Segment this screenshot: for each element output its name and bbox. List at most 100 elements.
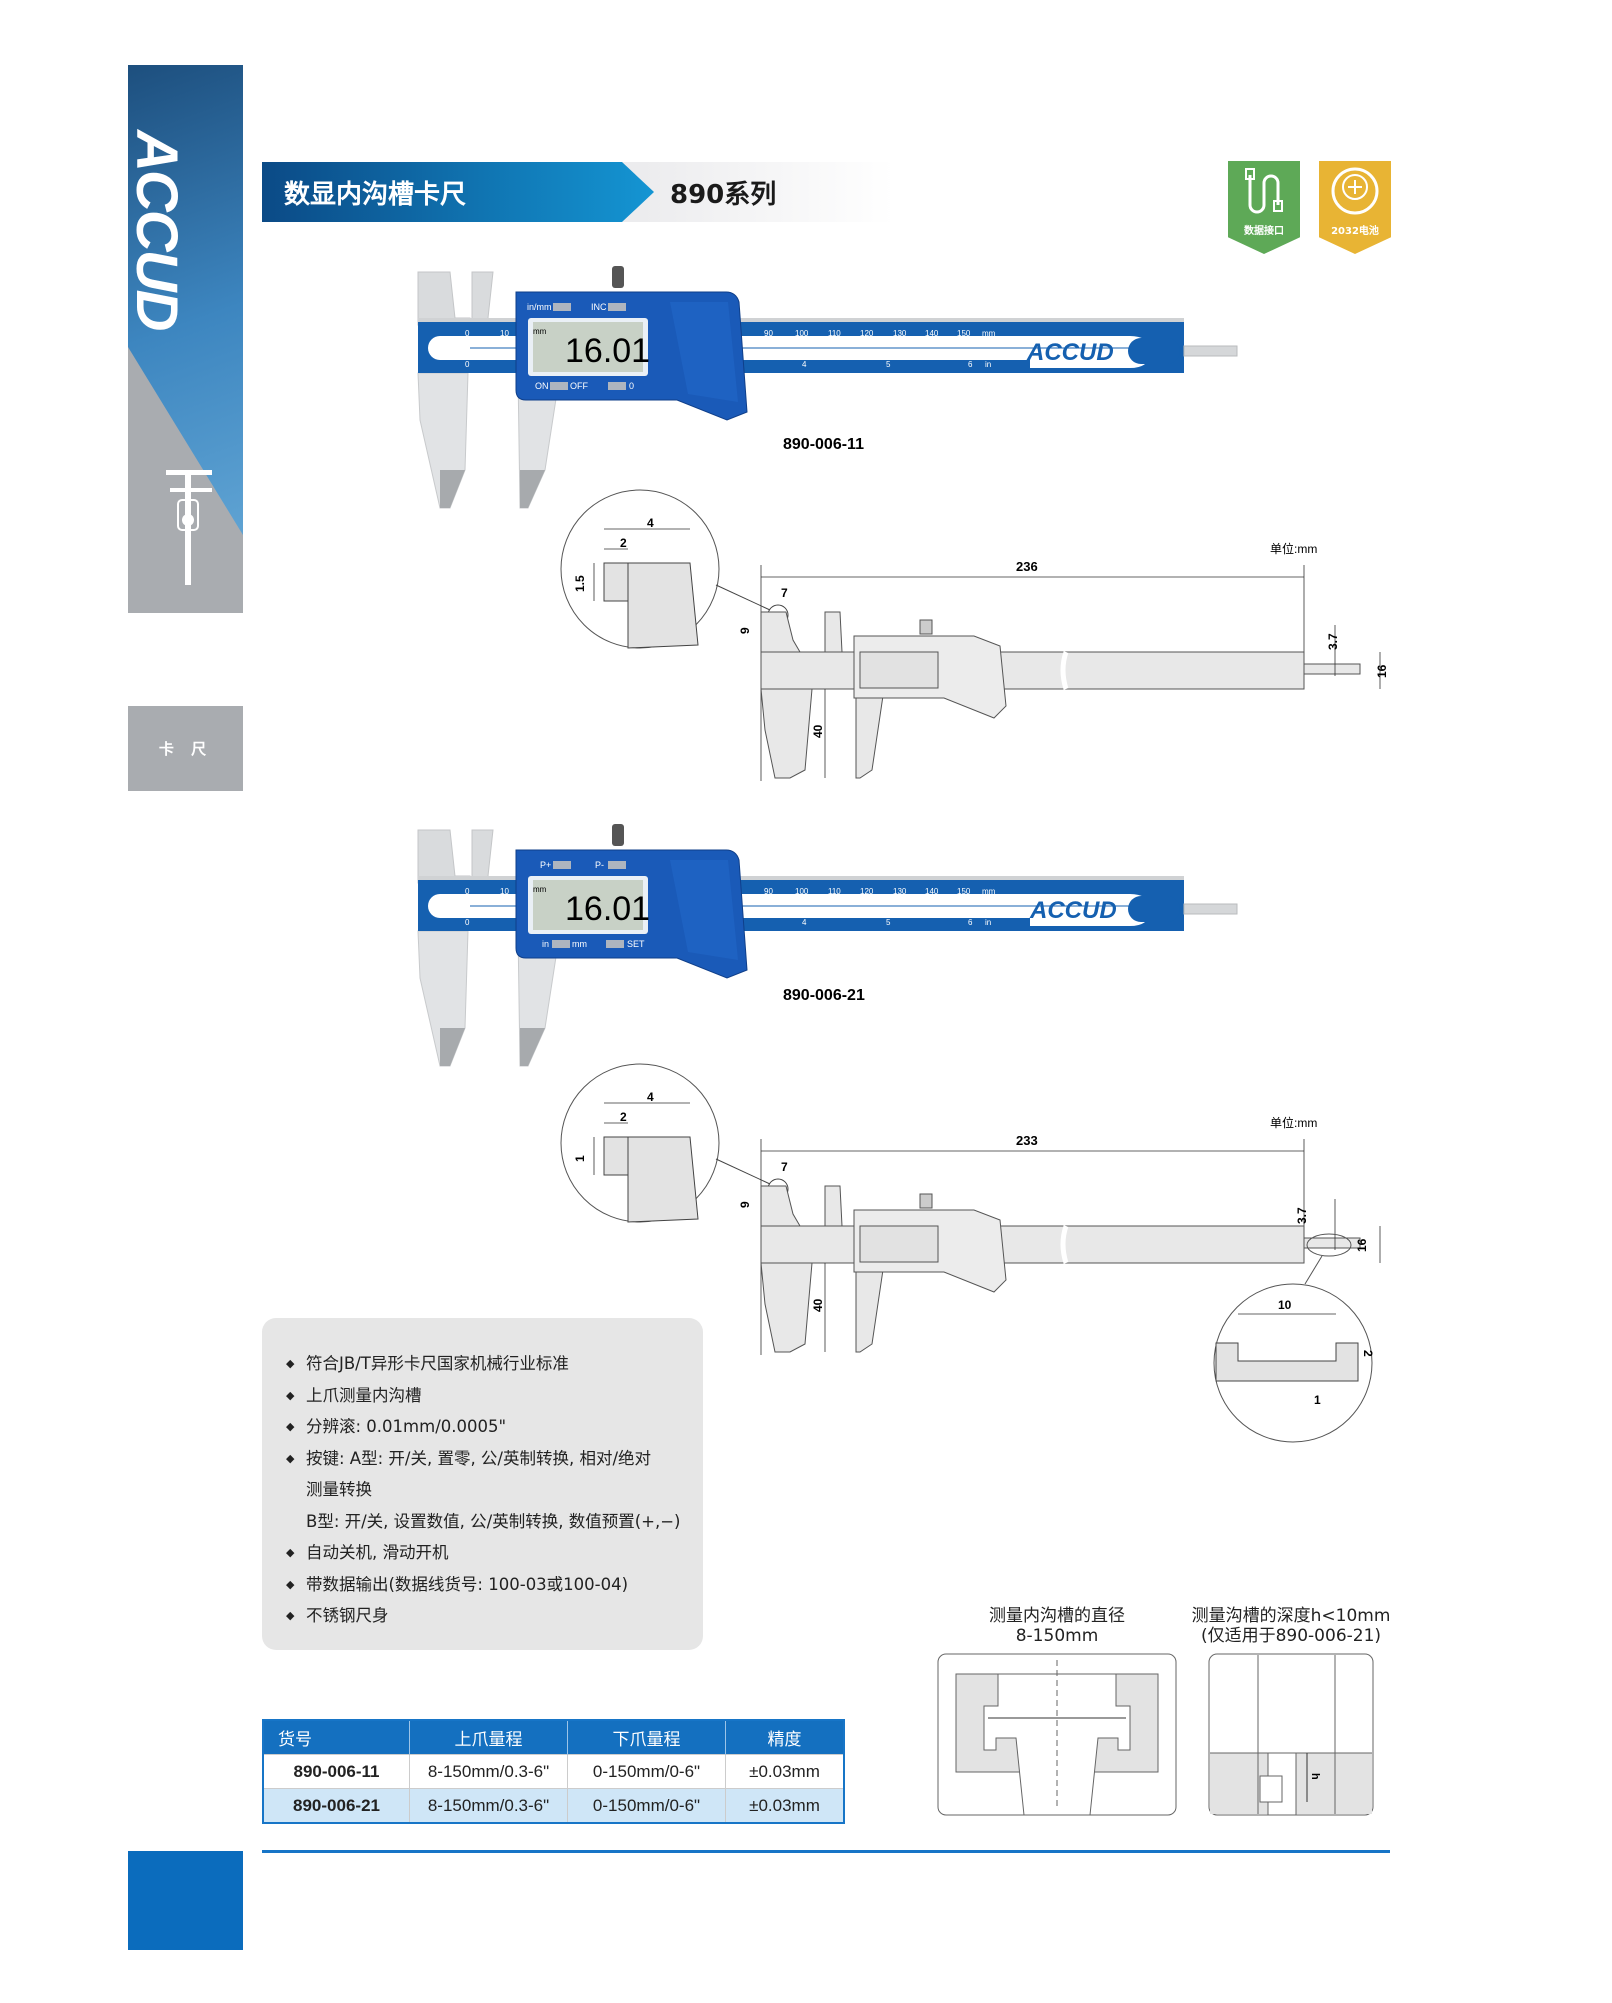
feature-item: 符合JB/T异形卡尺国家机械行业标准 (286, 1348, 703, 1380)
scale-label: 150 (957, 329, 971, 338)
scale-label: 140 (925, 329, 939, 338)
table-row: 890-006-11 8-150mm/0.3-6" 0-150mm/0-6" ±… (263, 1754, 845, 1789)
cell-accuracy: ±0.03mm (725, 1754, 845, 1789)
scale-label: 110 (828, 887, 841, 896)
scale-label: in (985, 918, 991, 927)
series-label: 890系列 (670, 180, 777, 210)
features-box: 符合JB/T异形卡尺国家机械行业标准 上爪测量内沟槽 分辨滚: 0.01mm/0… (262, 1318, 703, 1650)
in-mm-button[interactable] (553, 303, 571, 311)
scale-label: 140 (925, 887, 939, 896)
dim-label: 7 (781, 1160, 788, 1174)
scale-label: 5 (886, 360, 891, 369)
title-banner: 数显内沟槽卡尺 890系列 (262, 162, 894, 222)
inc-button[interactable] (608, 303, 626, 311)
scale-label: 130 (893, 329, 907, 338)
usage-diagram-groove-diameter (937, 1653, 1177, 1816)
scale-label: 0 (465, 918, 470, 927)
sidebar-page-block (128, 1851, 243, 1950)
scale-label: 6 (968, 360, 973, 369)
scale-label: 0 (465, 360, 470, 369)
feature-item: 不锈钢尺身 (286, 1600, 703, 1632)
footer-divider (262, 1850, 1390, 1853)
dim-label: 236 (1016, 559, 1038, 574)
dim-label: 7 (781, 586, 788, 600)
data-port-badge: 数据接口 (1228, 161, 1300, 254)
scale-label: 100 (795, 329, 809, 338)
scale-label: mm (982, 329, 996, 338)
usb-cable-icon (1245, 168, 1283, 214)
scale-label: mm (982, 887, 996, 896)
dim-label: 233 (1016, 1133, 1038, 1148)
usage-subtitle: 8-150mm (1015, 1626, 1099, 1646)
model-label: 890-006-11 (783, 436, 864, 453)
button-label: 0 (629, 381, 634, 391)
dim-label: 40 (811, 1298, 825, 1312)
dim-label: 2 (620, 536, 627, 550)
dim-label: 3.7 (1326, 633, 1340, 650)
dim-label: 40 (811, 724, 825, 738)
column-header: 上爪量程 (409, 1720, 568, 1755)
lcd-reading: 16.01 (565, 890, 650, 928)
button-label: INC (591, 302, 607, 312)
scale-label: 0 (465, 887, 470, 896)
caliper-photo-890-006-11: mm 16.01 in/mm INC ON OFF 0 0 10 90 100 … (417, 265, 1238, 509)
cell-upper-range: 8-150mm/0.3-6" (409, 1754, 568, 1789)
spec-table: 货号 上爪量程 下爪量程 精度 890-006-11 8-150mm/0.3-6… (262, 1719, 845, 1824)
usage-diagram-groove-depth: h (1208, 1653, 1374, 1816)
zero-button[interactable] (608, 382, 626, 390)
button-label: in/mm (527, 302, 552, 312)
dimension-drawing-1: 4 2 1.5 236 单位:mm 7 9 40 3.7 16 (561, 490, 1389, 781)
cell-model: 890-006-21 (263, 1788, 410, 1823)
preset-plus-button[interactable] (553, 861, 571, 869)
ruler-scale: 0 10 90 100 110 120 130 140 150 mm 0 4 5… (465, 329, 996, 369)
button-label: in (542, 939, 549, 949)
column-header: 下爪量程 (567, 1720, 726, 1755)
scale-label: 120 (860, 887, 874, 896)
set-button[interactable] (606, 940, 624, 948)
sidebar-brand-panel: ACCUD (128, 65, 243, 613)
scale-label: 120 (860, 329, 874, 338)
button-label: ON (535, 381, 549, 391)
sidebar-category-tab[interactable]: 卡 尺 (128, 706, 243, 791)
button-label: OFF (570, 381, 588, 391)
scale-label: 4 (802, 918, 807, 927)
lcd-reading: 16.01 (565, 332, 650, 370)
usage-title: 测量沟槽的深度h<10mm (1191, 1606, 1391, 1626)
dim-label: 4 (647, 516, 654, 530)
dim-label: 16 (1375, 664, 1389, 678)
unit-label: 单位:mm (1270, 541, 1317, 556)
usage-caption-1: 测量内沟槽的直径 8-150mm (938, 1606, 1176, 1646)
column-header: 精度 (725, 1720, 845, 1755)
scale-label: 10 (500, 329, 509, 338)
table-header-row: 货号 上爪量程 下爪量程 精度 (263, 1720, 845, 1755)
data-port-label: 数据接口 (1244, 226, 1284, 237)
unit-label: 单位:mm (1270, 1115, 1317, 1130)
feature-item: 分辨滚: 0.01mm/0.0005" (286, 1411, 703, 1443)
scale-label: 4 (802, 360, 807, 369)
dim-label: 9 (738, 627, 752, 634)
scale-label: 90 (764, 887, 773, 896)
dim-label: 1 (573, 1155, 587, 1162)
button-label: P- (595, 860, 604, 870)
power-button[interactable] (550, 382, 568, 390)
ruler-scale: 0 10 90 100 110 120 130 140 150 mm 0 4 5… (465, 887, 996, 927)
scale-label: in (985, 360, 991, 369)
scale-label: 90 (764, 329, 773, 338)
cell-upper-range: 8-150mm/0.3-6" (409, 1788, 568, 1823)
column-header: 货号 (263, 1720, 410, 1755)
feature-item: 上爪测量内沟槽 (286, 1380, 703, 1412)
in-mm-button[interactable] (552, 940, 570, 948)
cell-lower-range: 0-150mm/0-6" (567, 1754, 726, 1789)
lcd-unit: mm (533, 327, 547, 336)
button-label: mm (572, 939, 587, 949)
dim-label: 2 (620, 1110, 627, 1124)
caliper-icon (166, 470, 212, 585)
dim-label: 10 (1278, 1298, 1292, 1312)
scale-label: 0 (465, 329, 470, 338)
preset-minus-button[interactable] (608, 861, 626, 869)
feature-item: 测量转换 (306, 1480, 372, 1499)
scale-label: 130 (893, 887, 907, 896)
dim-label: 2 (1361, 1350, 1375, 1357)
scale-label: 110 (828, 329, 841, 338)
dim-label: 1 (1314, 1393, 1321, 1407)
